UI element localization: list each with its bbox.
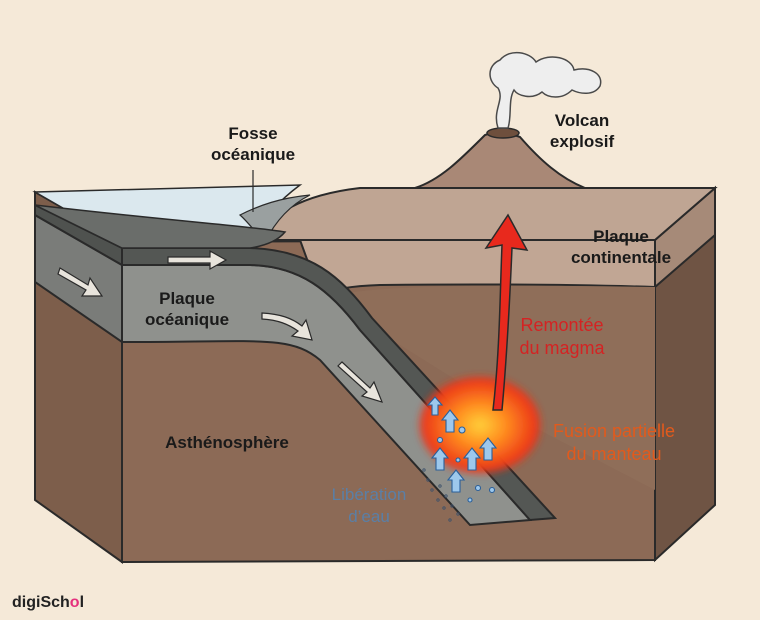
water-release — [426, 396, 498, 503]
smoke-plume — [489, 51, 602, 129]
magma-rise-arrow — [484, 213, 529, 411]
label-magma-rise: Remontée du magma — [519, 315, 605, 358]
plate-arrow-4 — [337, 361, 384, 403]
label-asthenosphere: Asthénosphère — [165, 433, 289, 452]
oceanic-crust-front — [121, 247, 558, 522]
label-trench: Fosse océanique — [210, 124, 296, 164]
plate-arrow-2 — [167, 249, 228, 271]
plate-arrow-3 — [261, 312, 313, 341]
volcano-crater — [486, 127, 520, 139]
plate-arrow-1 — [57, 267, 104, 297]
brand-logo: digiSchol — [12, 594, 85, 611]
label-continental-plate: Plaque continentale — [570, 227, 672, 267]
label-partial-melting: Fusion partielle du manteau — [552, 421, 676, 464]
oceanic-crust-top — [34, 204, 287, 249]
water-dots — [422, 468, 460, 522]
label-water-release: Libération d’eau — [331, 485, 407, 526]
label-oceanic-plate: Plaque océanique — [144, 289, 230, 329]
partial-melting-zone — [420, 377, 540, 473]
label-volcano: Volcan explosif — [549, 111, 615, 151]
